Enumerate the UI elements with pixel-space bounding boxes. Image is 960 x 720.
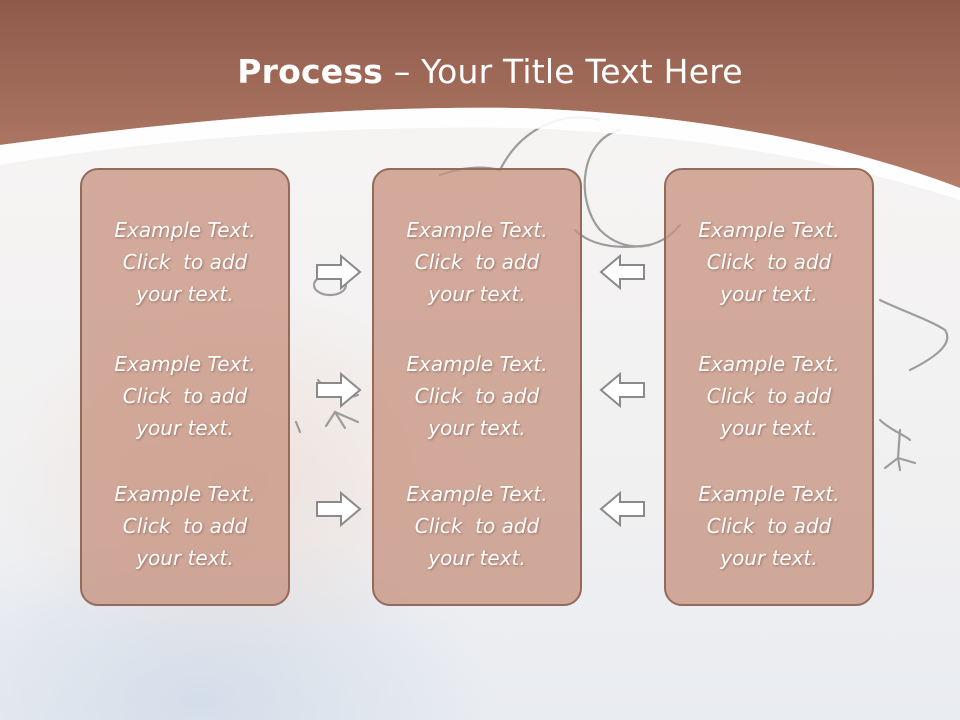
slide-title[interactable]: Process – Your Title Text Here xyxy=(0,52,960,91)
text-placeholder[interactable]: Example Text. Click to add your text. xyxy=(82,348,288,444)
text-line: Click to add xyxy=(706,384,832,408)
process-box-left: Example Text. Click to add your text. Ex… xyxy=(80,168,290,606)
text-line: Click to add xyxy=(706,250,832,274)
text-line: Click to add xyxy=(414,384,540,408)
text-line: your text. xyxy=(428,282,526,306)
text-line: your text. xyxy=(720,416,818,440)
right-arrow-icon xyxy=(316,371,362,409)
text-line: Example Text. xyxy=(406,218,548,242)
text-line: Example Text. xyxy=(114,218,256,242)
title-strong: Process xyxy=(237,52,384,91)
text-line: your text. xyxy=(428,546,526,570)
process-box-center: Example Text. Click to add your text. Ex… xyxy=(372,168,582,606)
right-arrow-icon xyxy=(316,253,362,291)
text-placeholder[interactable]: Example Text. Click to add your text. xyxy=(666,214,872,310)
text-placeholder[interactable]: Example Text. Click to add your text. xyxy=(666,348,872,444)
title-rest: – Your Title Text Here xyxy=(383,52,743,91)
text-line: Example Text. xyxy=(114,482,256,506)
text-line: Example Text. xyxy=(114,352,256,376)
text-line: your text. xyxy=(720,282,818,306)
text-line: Click to add xyxy=(414,250,540,274)
right-arrow-icon xyxy=(316,490,362,528)
text-placeholder[interactable]: Example Text. Click to add your text. xyxy=(82,214,288,310)
text-line: Click to add xyxy=(122,384,248,408)
left-arrow-icon xyxy=(599,490,645,528)
text-placeholder[interactable]: Example Text. Click to add your text. xyxy=(666,478,872,574)
text-line: your text. xyxy=(720,546,818,570)
left-arrow-icon xyxy=(599,253,645,291)
text-placeholder[interactable]: Example Text. Click to add your text. xyxy=(374,214,580,310)
text-line: Example Text. xyxy=(406,352,548,376)
text-line: your text. xyxy=(428,416,526,440)
text-placeholder[interactable]: Example Text. Click to add your text. xyxy=(82,478,288,574)
text-line: Click to add xyxy=(122,514,248,538)
process-box-right: Example Text. Click to add your text. Ex… xyxy=(664,168,874,606)
text-line: your text. xyxy=(136,416,234,440)
text-line: Click to add xyxy=(414,514,540,538)
text-line: Click to add xyxy=(122,250,248,274)
text-placeholder[interactable]: Example Text. Click to add your text. xyxy=(374,348,580,444)
text-line: Example Text. xyxy=(698,352,840,376)
text-line: Click to add xyxy=(706,514,832,538)
text-placeholder[interactable]: Example Text. Click to add your text. xyxy=(374,478,580,574)
text-line: Example Text. xyxy=(698,218,840,242)
header-band xyxy=(0,0,960,200)
text-line: Example Text. xyxy=(698,482,840,506)
text-line: your text. xyxy=(136,282,234,306)
left-arrow-icon xyxy=(599,371,645,409)
text-line: Example Text. xyxy=(406,482,548,506)
text-line: your text. xyxy=(136,546,234,570)
